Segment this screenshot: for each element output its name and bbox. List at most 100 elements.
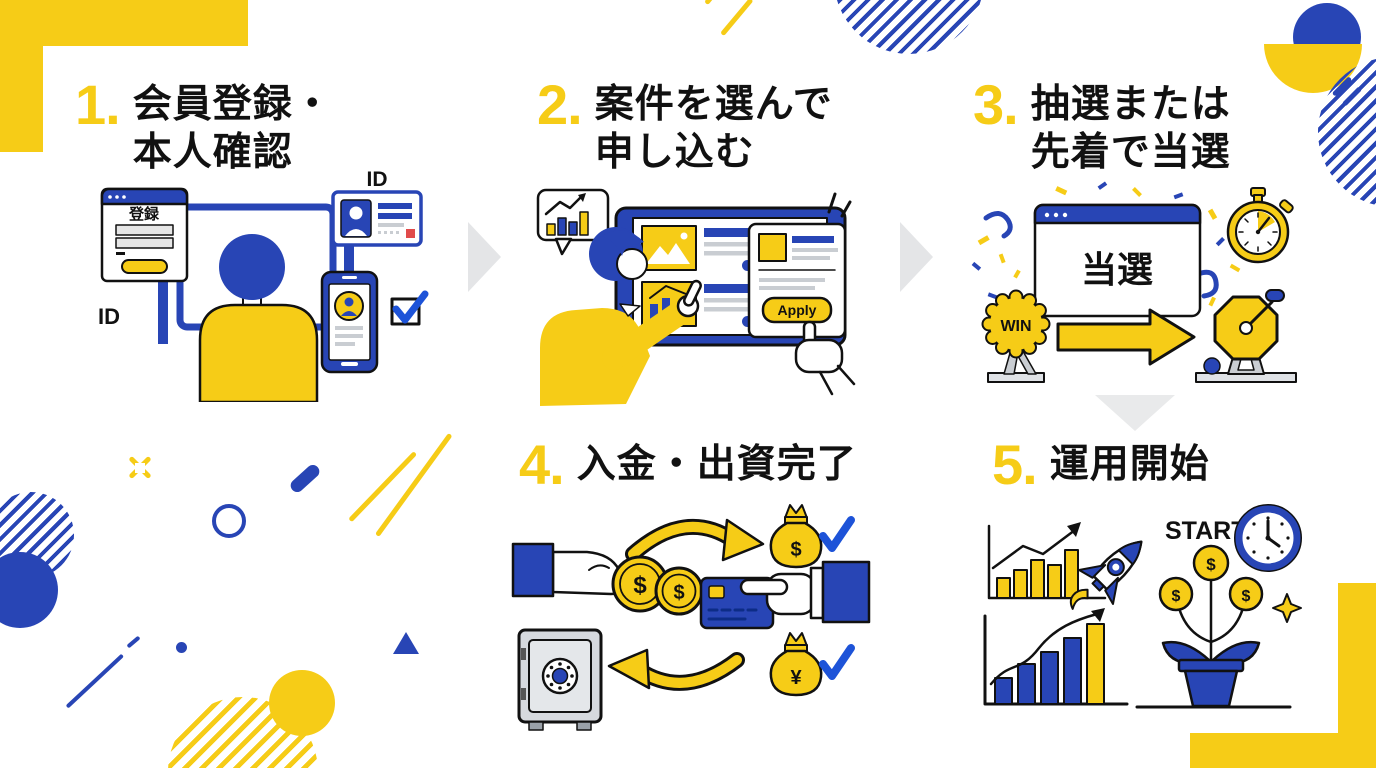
check-icon-yen	[819, 644, 855, 680]
form-submit-button	[121, 259, 168, 274]
decor-corner-bottom-right-h	[1190, 733, 1376, 768]
rocket-icon	[1069, 540, 1143, 610]
step2-header: 2. 案件を選んで 申し込む	[537, 73, 833, 176]
plant-coin2-symbol: $	[1206, 555, 1216, 574]
cable-form	[158, 278, 168, 344]
id-label-top: ID	[367, 168, 388, 191]
checkbox-check-icon	[390, 290, 429, 326]
step1-title: 会員登録・ 本人確認	[133, 81, 333, 176]
result-text: 当選	[1081, 249, 1153, 290]
decor-corner-top-left-v	[0, 0, 43, 152]
step3-illustration: 当選	[971, 181, 1297, 383]
decor-yellow-line-top-1	[704, 0, 738, 6]
hand-giving-coins-icon: $ $	[511, 542, 704, 616]
smartphone-icon	[320, 270, 379, 374]
check-icon-dollar	[819, 516, 855, 552]
form-title-label: 登録	[128, 205, 160, 223]
step5-title: 運用開始	[1050, 441, 1210, 489]
decor-blue-triangle	[393, 632, 419, 654]
money-bag-yen-icon: ¥	[769, 632, 855, 697]
win-badge-label: WIN	[1000, 318, 1031, 335]
step2-title: 案件を選んで 申し込む	[595, 81, 833, 176]
decor-striped-circle-top	[834, 0, 984, 54]
step5-number: 5.	[992, 433, 1038, 496]
person-back-icon	[198, 234, 319, 402]
decor-yellow-line-mid-1	[348, 451, 418, 523]
flow-arrow-step2-step3	[900, 222, 933, 292]
arrow-curved-right	[625, 518, 765, 562]
step5-title-line1: 運用開始	[1049, 443, 1210, 486]
coin1-symbol: $	[633, 572, 647, 599]
step4-number: 4.	[519, 433, 565, 496]
plant-coin1-symbol: $	[1172, 588, 1181, 605]
decor-blue-circle-left	[0, 552, 58, 628]
id-card-icon: ID	[331, 168, 423, 247]
step3-header: 3. 抽選または 先着で当選	[973, 73, 1231, 176]
decor-blue-pill	[288, 462, 322, 495]
bag-yen-symbol: ¥	[790, 667, 802, 689]
result-window: 当選	[1033, 203, 1202, 318]
step1-number: 1.	[75, 73, 121, 136]
stopwatch-icon	[1226, 187, 1294, 264]
step4-header: 4. 入金・出資完了	[519, 433, 857, 496]
apply-button-label: Apply	[778, 302, 817, 318]
apply-button: Apply	[761, 296, 833, 324]
credit-card-hand-icon	[699, 560, 871, 630]
decor-x-gap	[135, 463, 145, 473]
step3-title-line2: 先着で当選	[1030, 130, 1231, 174]
step4-title: 入金・出資完了	[577, 441, 857, 489]
decor-blue-ring	[212, 504, 246, 538]
form-field-1	[115, 224, 174, 236]
plant-coin-left: $	[1158, 576, 1194, 612]
money-plant-icon: $ $ $	[1135, 544, 1302, 709]
registration-form-window: 登録	[100, 187, 189, 283]
step1-title-line1: 会員登録・	[132, 83, 333, 126]
win-badge-base	[987, 372, 1045, 383]
step1-title-line2: 本人確認	[132, 130, 293, 174]
form-field-2	[115, 237, 174, 249]
bag-dollar-symbol: $	[790, 539, 801, 561]
big-growth-chart-icon	[983, 608, 1129, 706]
sparkle-line-1	[827, 192, 837, 214]
money-bag-dollar-icon: $	[769, 504, 855, 569]
sparkle-star-icon	[1272, 593, 1302, 623]
sparkle-line-2	[840, 200, 852, 218]
flow-arrow-step1-step2	[468, 222, 501, 292]
plant-coin-top: $	[1192, 544, 1230, 582]
step1-illustration: 登録 ID	[98, 168, 429, 402]
step4-illustration: $ $ $	[511, 504, 871, 731]
step2-title-line1: 案件を選んで	[594, 83, 833, 126]
step2-number: 2.	[537, 73, 583, 136]
coin2-symbol: $	[673, 582, 684, 604]
detail-card: Apply	[747, 222, 847, 339]
safe-icon	[517, 628, 603, 731]
chart-speech-bubble-icon	[536, 188, 610, 256]
step2-illustration: Apply	[536, 188, 856, 406]
step3-title-line1: 抽選または	[1030, 83, 1231, 126]
decor-blue-dash-small	[126, 635, 141, 649]
clock-icon	[1234, 504, 1302, 572]
coin-dollar-2: $	[654, 566, 704, 616]
step1-header: 1. 会員登録・ 本人確認	[75, 73, 333, 176]
cursor-hand-icon	[794, 320, 856, 396]
step5-header: 5. 運用開始	[992, 433, 1210, 496]
decor-blue-line-bottom	[65, 653, 124, 709]
start-label: START	[1165, 517, 1246, 545]
step5-illustration: START	[983, 504, 1302, 709]
step3-title: 抽選または 先着で当選	[1031, 81, 1231, 176]
arrow-curved-left	[607, 648, 745, 691]
decor-yellow-line-top-2	[720, 0, 754, 37]
step4-title-line1: 入金・出資完了	[576, 443, 857, 486]
step2-title-line2: 申し込む	[594, 130, 755, 174]
big-yellow-arrow	[1056, 308, 1196, 366]
plant-coin-right: $	[1228, 576, 1264, 612]
small-growth-chart-icon	[987, 522, 1107, 600]
id-label-left: ID	[98, 304, 120, 329]
step3-number: 3.	[973, 73, 1019, 136]
person-pointing-icon	[540, 227, 702, 406]
plant-coin3-symbol: $	[1242, 588, 1251, 605]
cable-idcard-phone	[344, 243, 354, 273]
decor-blue-dot	[176, 642, 187, 653]
flow-arrow-step3-step4	[1095, 395, 1175, 431]
